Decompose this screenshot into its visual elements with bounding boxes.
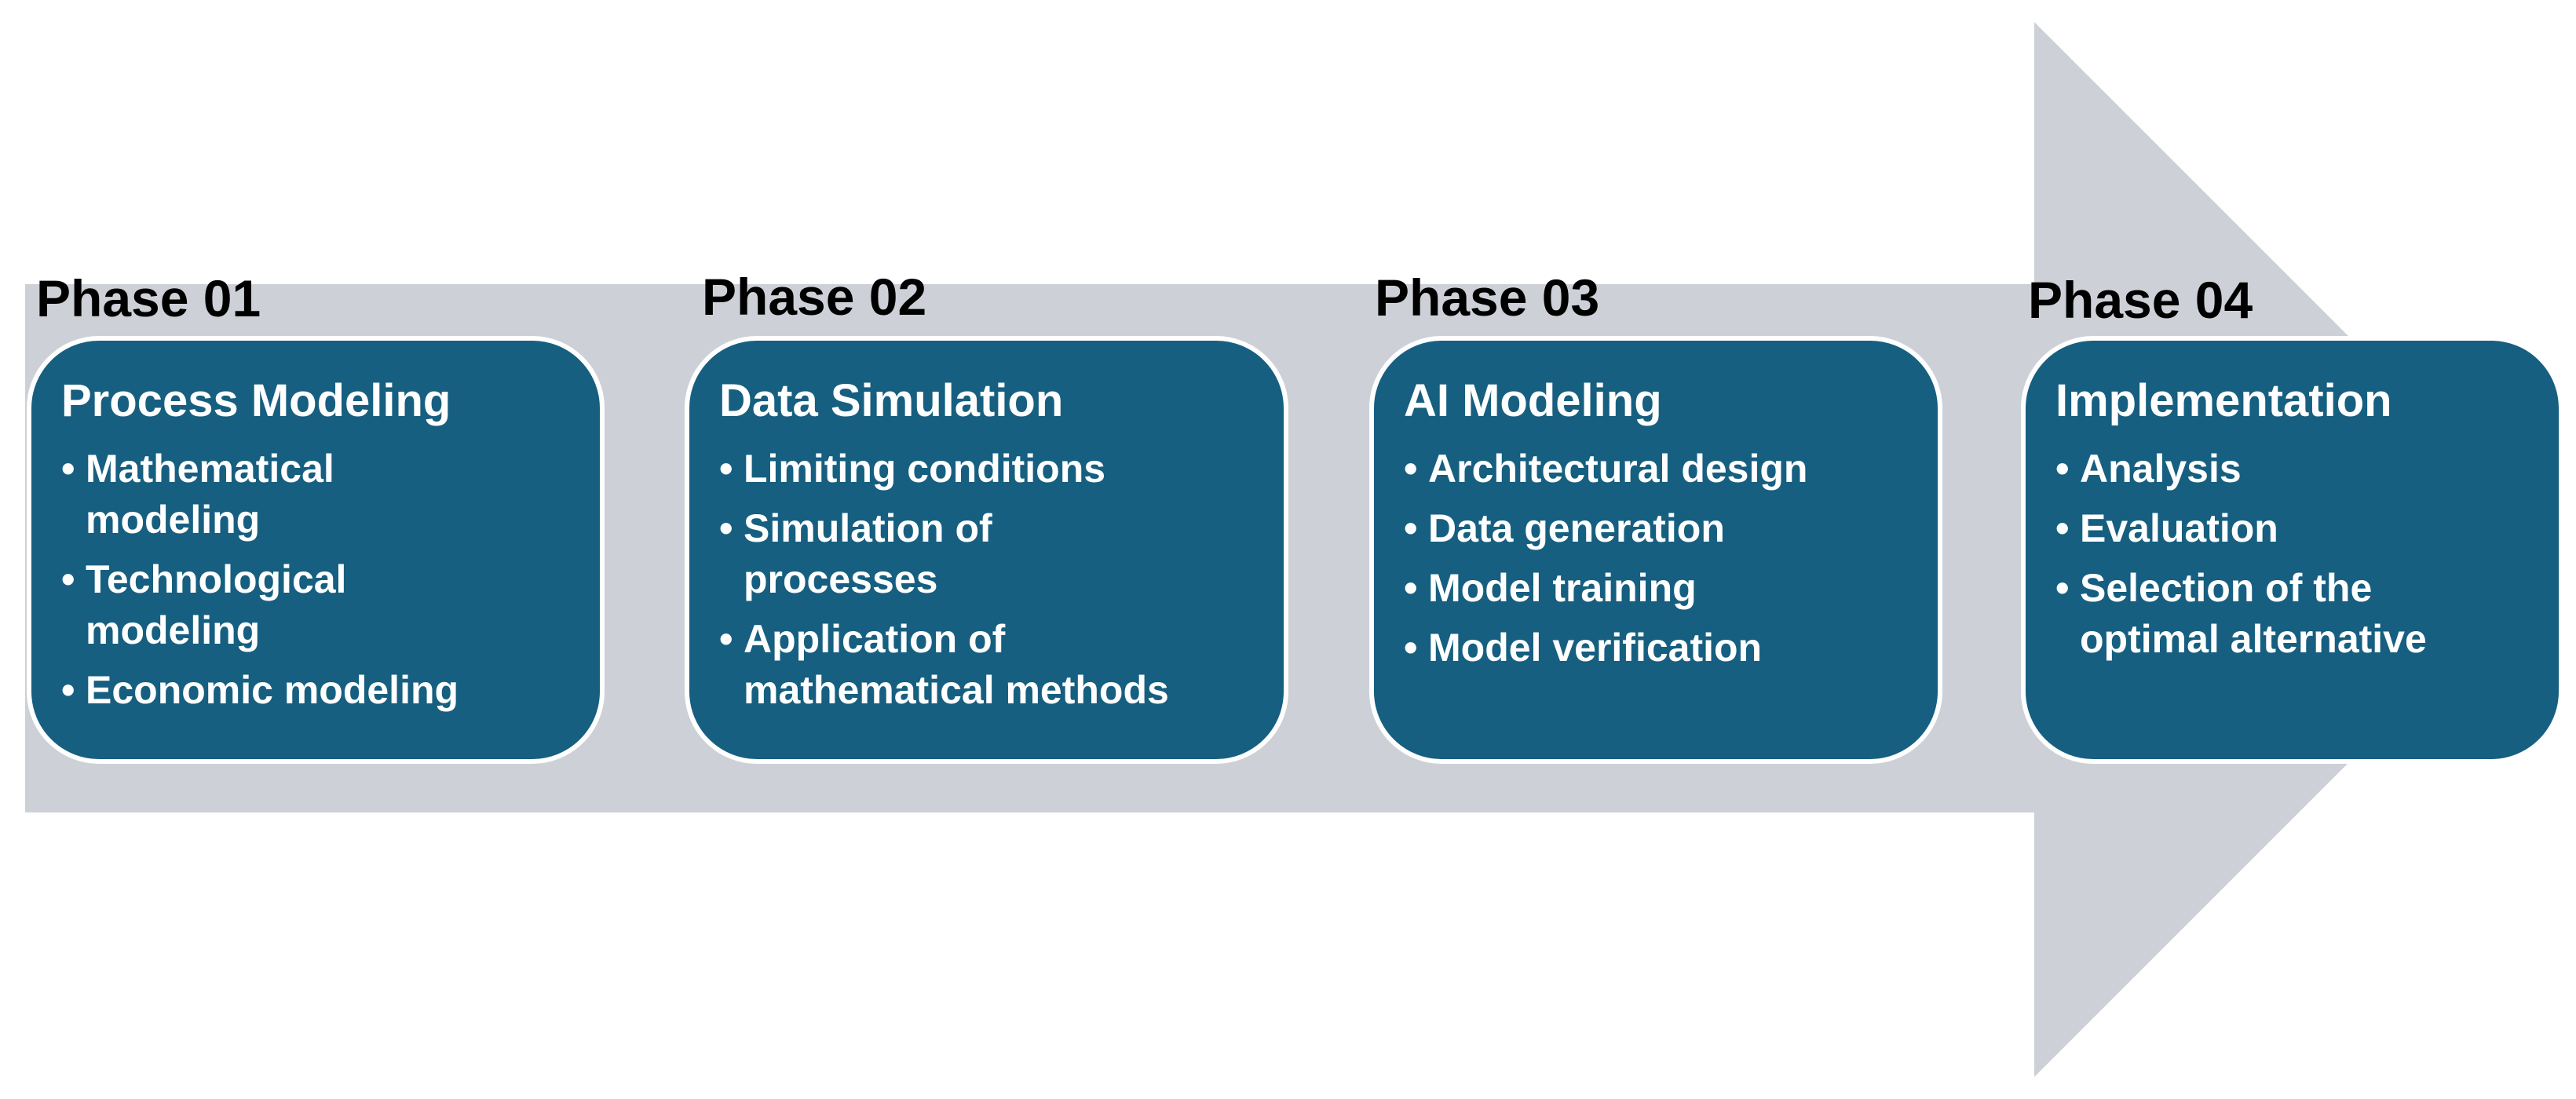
phase-card-list: •Limiting conditions •Simulation of proc… [719, 444, 1260, 716]
list-item-text: Evaluation [2080, 506, 2278, 550]
phase-card-ai-modeling: AI Modeling •Architectural design •Data … [1369, 336, 1942, 764]
list-item-text: Application of mathematical methods [744, 616, 1169, 712]
list-item: •Limiting conditions [719, 444, 1260, 495]
bullet-icon: • [61, 446, 75, 491]
bullet-icon: • [1404, 506, 1418, 550]
phase-card-title: AI Modeling [1404, 375, 1662, 426]
phase-card-title: Implementation [2055, 375, 2392, 426]
list-item: •Mathematical modeling [61, 444, 576, 546]
list-item-text: Architectural design [1428, 446, 1808, 491]
list-item: •Architectural design [1404, 444, 1914, 495]
phase-card-list: •Analysis •Evaluation •Selection of the … [2055, 444, 2535, 665]
bullet-icon: • [719, 616, 733, 661]
phase-card-title: Data Simulation [719, 375, 1064, 426]
list-item: •Model training [1404, 563, 1914, 614]
phase-card-title: Process Modeling [61, 375, 451, 426]
list-item: •Simulation of processes [719, 503, 1260, 605]
list-item: •Evaluation [2055, 503, 2535, 554]
list-item-text: Data generation [1428, 506, 1725, 550]
phase-label-04: Phase 04 [2028, 271, 2253, 329]
list-item-text: Model training [1428, 565, 1697, 610]
list-item-text: Selection of the optimal alternative [2080, 565, 2427, 661]
list-item-text: Model verification [1428, 625, 1763, 670]
bullet-icon: • [719, 506, 733, 550]
phase-card-list: •Architectural design •Data generation •… [1404, 444, 1914, 674]
phase-label-02: Phase 02 [702, 268, 927, 326]
bullet-icon: • [61, 557, 75, 601]
list-item: •Model verification [1404, 623, 1914, 674]
list-item-text: Limiting conditions [744, 446, 1106, 491]
list-item-text: Technological modeling [86, 557, 347, 652]
phase-label-03: Phase 03 [1375, 268, 1600, 327]
phase-card-process-modeling: Process Modeling •Mathematical modeling … [27, 336, 605, 764]
bullet-icon: • [1404, 565, 1418, 610]
list-item: •Economic modeling [61, 665, 576, 716]
bullet-icon: • [2055, 446, 2070, 491]
list-item: •Selection of the optimal alternative [2055, 563, 2535, 665]
list-item-text: Economic modeling [86, 667, 459, 712]
phase-card-data-simulation: Data Simulation •Limiting conditions •Si… [685, 336, 1288, 764]
list-item: •Application of mathematical methods [719, 614, 1260, 716]
phase-card-implementation: Implementation •Analysis •Evaluation •Se… [2021, 336, 2563, 764]
list-item-text: Mathematical modeling [86, 446, 334, 542]
list-item: •Technological modeling [61, 554, 576, 656]
bullet-icon: • [719, 446, 733, 491]
bullet-icon: • [1404, 625, 1418, 670]
list-item-text: Simulation of processes [744, 506, 992, 601]
list-item-text: Analysis [2080, 446, 2242, 491]
bullet-icon: • [2055, 565, 2070, 610]
phase-card-list: •Mathematical modeling •Technological mo… [61, 444, 576, 716]
list-item: •Analysis [2055, 444, 2535, 495]
list-item: •Data generation [1404, 503, 1914, 554]
phase-label-01: Phase 01 [36, 269, 261, 327]
bullet-icon: • [1404, 446, 1418, 491]
bullet-icon: • [2055, 506, 2070, 550]
bullet-icon: • [61, 667, 75, 712]
